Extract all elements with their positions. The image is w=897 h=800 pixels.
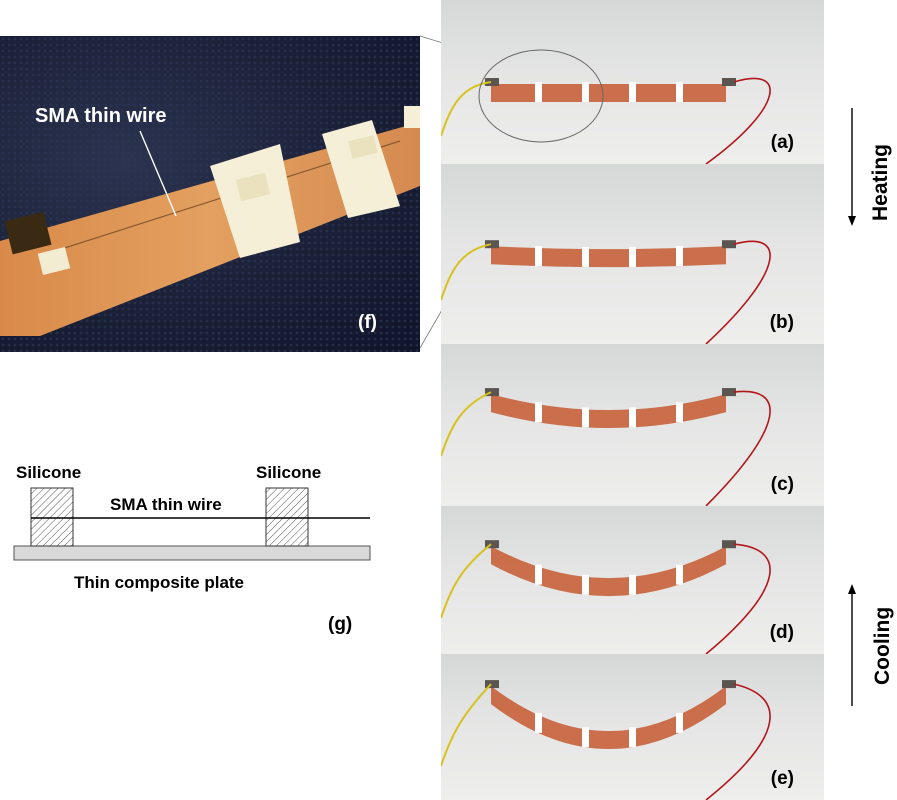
yellow-lead <box>441 81 492 137</box>
panel-background <box>441 654 824 800</box>
clamp-right <box>722 388 736 397</box>
photo-panel-a: (a) <box>441 0 824 164</box>
silicone-block <box>676 402 683 423</box>
silicone-block <box>582 246 589 267</box>
composite-strip <box>0 122 420 336</box>
clamp-right <box>722 240 736 249</box>
silicone-block <box>676 712 683 733</box>
silicone-block-3 <box>322 120 400 218</box>
label-d: (d) <box>769 622 794 643</box>
label-c: (c) <box>770 474 794 495</box>
silicone-block <box>582 727 589 748</box>
thin-composite-plate <box>13 545 371 561</box>
schematic-g <box>13 487 371 561</box>
panel-drawing <box>441 680 771 800</box>
panel-drawing <box>441 77 771 164</box>
yellow-lead <box>441 391 492 457</box>
photo-panel-b: (b) <box>441 164 824 344</box>
silicone-block <box>629 82 636 102</box>
silicone-block <box>676 246 683 267</box>
photo-panel-d: (d) <box>441 506 824 654</box>
clamp-right <box>722 78 736 86</box>
clamp-left <box>485 680 499 689</box>
label-cooling: Cooling <box>871 606 894 685</box>
label-g: (g) <box>328 614 353 635</box>
yellow-lead <box>441 543 492 619</box>
clamp-left <box>485 240 499 249</box>
photo-panel-c: (c) <box>441 344 824 506</box>
annotation-sma-wire: SMA thin wire <box>35 105 167 127</box>
silicone-block <box>535 82 542 102</box>
silicone-block <box>535 712 542 733</box>
silicone-block <box>629 574 636 595</box>
zoom-ellipse <box>478 49 604 143</box>
silicone-block <box>582 407 589 428</box>
clamp-left <box>485 388 499 397</box>
silicone-block-1 <box>37 246 71 276</box>
closeup-drawing <box>0 36 420 352</box>
label-a: (a) <box>770 132 794 153</box>
label-b: (b) <box>769 312 794 333</box>
silicone-block <box>535 564 542 585</box>
annotation-pointer <box>139 130 177 217</box>
clamp-right <box>722 680 736 689</box>
composite-strip <box>491 686 726 750</box>
red-lead <box>705 240 771 344</box>
red-lead <box>705 543 771 654</box>
photo-f-closeup: SMA thin wire (f) <box>0 36 420 352</box>
panel-drawing <box>441 388 771 506</box>
label-plate: Thin composite plate <box>74 573 245 592</box>
label-silicone-left: Silicone <box>16 463 82 482</box>
silicone-block <box>676 564 683 585</box>
clamp <box>4 211 52 255</box>
red-lead <box>705 77 771 164</box>
label-e: (e) <box>770 768 794 789</box>
silicone-right <box>265 487 309 547</box>
side-arrows <box>848 108 856 706</box>
red-lead <box>705 683 771 800</box>
label-silicone-right: Silicone <box>256 463 322 482</box>
red-lead <box>705 390 771 506</box>
silicone-block <box>582 82 589 102</box>
silicone-block <box>629 727 636 748</box>
silicone-left <box>30 487 74 547</box>
silicone-block-2 <box>210 144 300 258</box>
silicone-block <box>629 407 636 428</box>
label-f: (f) <box>358 312 377 333</box>
composite-strip <box>491 246 726 268</box>
yellow-lead <box>441 243 492 301</box>
yellow-lead <box>441 683 492 767</box>
composite-strip <box>491 84 726 102</box>
silicone-block <box>629 246 636 267</box>
silicone-block-4 <box>404 106 420 128</box>
panel-drawing <box>441 540 771 654</box>
silicone-block <box>676 82 683 102</box>
clamp-right <box>722 540 736 549</box>
label-wire: SMA thin wire <box>110 495 222 514</box>
silicone-block <box>582 574 589 595</box>
panel-drawing <box>441 240 771 344</box>
silicone-block <box>535 402 542 423</box>
label-heating: Heating <box>869 143 892 221</box>
silicone-block <box>535 246 542 267</box>
photo-panel-e: (e) <box>441 654 824 800</box>
clamp-left <box>485 540 499 549</box>
composite-strip <box>491 394 726 429</box>
clamp-left <box>485 78 499 86</box>
composite-strip <box>491 546 726 597</box>
